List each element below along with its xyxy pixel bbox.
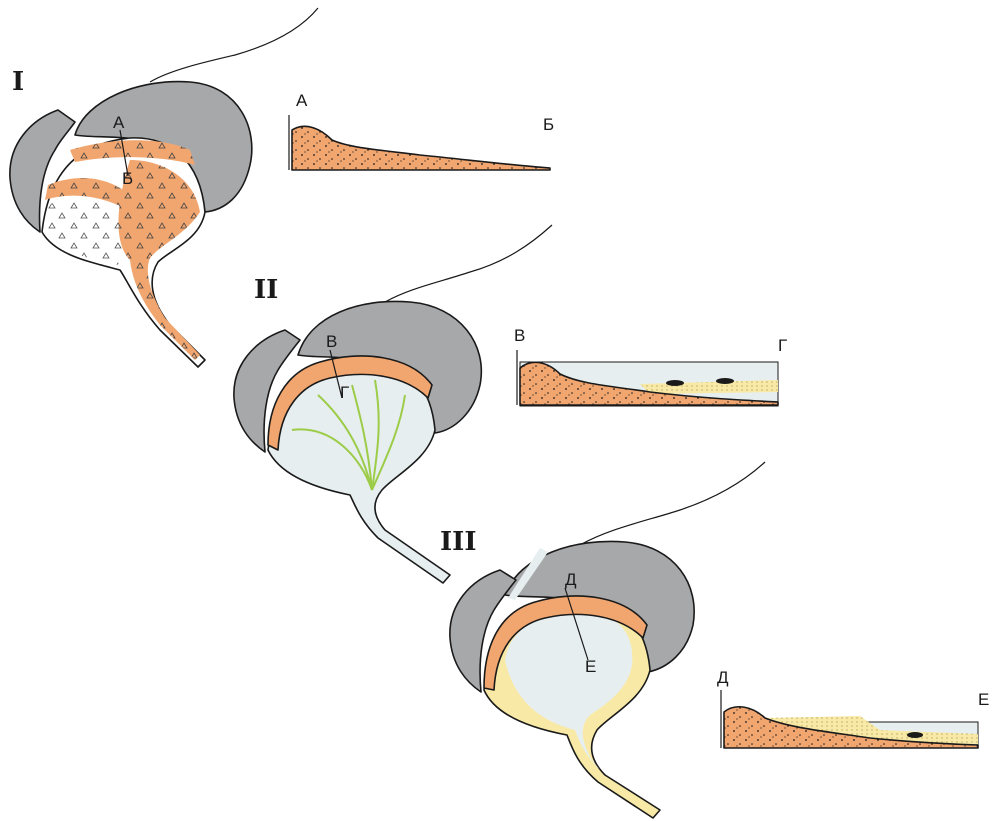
profile-label-g: Г xyxy=(778,336,787,355)
stage-3-profile xyxy=(721,690,978,748)
ridge-line xyxy=(580,462,765,545)
stage-2-numeral: II xyxy=(254,275,278,305)
profile-label-d: Д xyxy=(717,668,729,687)
profile-label-v: В xyxy=(514,326,525,345)
map-label-g: Г xyxy=(340,383,349,402)
stage-2-profile xyxy=(517,350,778,406)
profile-lens xyxy=(907,732,923,738)
profile-lens xyxy=(666,380,684,386)
ridge-line xyxy=(385,225,552,302)
map-label-d: Д xyxy=(565,570,577,589)
profile-label-e: Е xyxy=(978,690,989,709)
map-label-e: Е xyxy=(585,657,596,676)
profile-sediment xyxy=(292,126,550,170)
stage-3-map xyxy=(450,462,765,818)
scree-pattern xyxy=(45,200,125,265)
profile-label-a: А xyxy=(296,91,308,110)
profile-label-b: Б xyxy=(543,115,554,134)
ridge-line xyxy=(150,8,318,82)
map-label-v: В xyxy=(326,332,337,351)
stage-2-map xyxy=(234,225,552,583)
map-label-a: А xyxy=(113,113,125,132)
stage-3-numeral: III xyxy=(440,527,477,557)
profile-lens xyxy=(716,378,734,384)
map-label-b: Б xyxy=(122,169,133,188)
stage-1-map xyxy=(10,8,318,367)
stage-1-numeral: I xyxy=(12,67,24,97)
stage-1-profile xyxy=(289,115,550,170)
lake xyxy=(505,612,632,770)
